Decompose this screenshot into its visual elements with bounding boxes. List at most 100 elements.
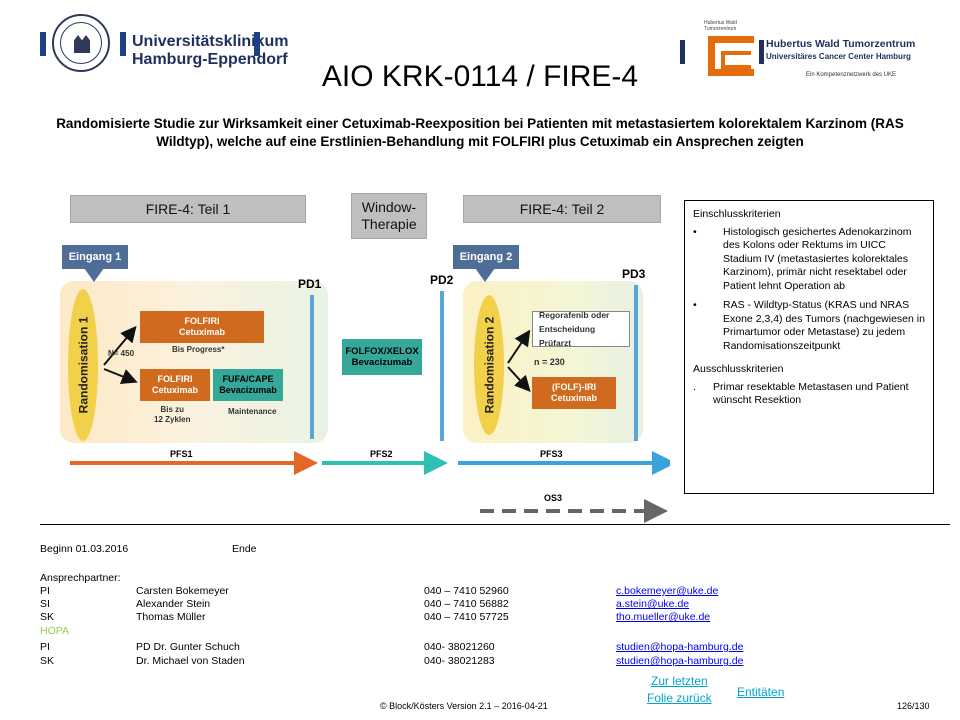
contact-email-link[interactable]: studien@hopa-hamburg.de: [616, 641, 744, 653]
contact-email-link[interactable]: studien@hopa-hamburg.de: [616, 655, 744, 667]
entry1-arrow-icon: [84, 268, 104, 282]
n1-label: N= 450: [108, 349, 135, 358]
randomisation1: Randomisation 1: [68, 289, 98, 441]
logo-bar: [680, 40, 685, 64]
bullet: .: [693, 380, 696, 393]
back-link-line2[interactable]: Folie zurück: [647, 691, 712, 705]
window-box-line1: FOLFOX/XELOX: [345, 346, 419, 357]
bullet: •: [693, 299, 697, 311]
pd2-marker: [440, 291, 444, 441]
window-header-line2: Therapie: [361, 216, 417, 232]
uke-name-line1: Universitätsklinikum: [132, 33, 289, 50]
contact-name: PD Dr. Gunter Schuch: [136, 641, 240, 653]
pd1-label: PD1: [298, 277, 322, 291]
os3-label: OS3: [544, 493, 563, 503]
uke-name-line2: Hamburg-Eppendorf: [132, 51, 288, 68]
rand1-arm2-arrow: [103, 368, 138, 384]
rego-line1: Regorafenib oder: [539, 310, 610, 320]
logo-bar: [254, 32, 260, 56]
study-description: Randomisierte Studie zur Wirksamkeit ein…: [56, 116, 904, 149]
section-divider: [40, 524, 950, 525]
window-therapy-header: Window-Therapie: [351, 193, 427, 239]
rand1-arm1-arrow: [103, 325, 137, 366]
pd3-label: PD3: [622, 267, 646, 281]
part1-header: FIRE-4: Teil 1: [70, 195, 306, 223]
entry2-arrow-icon: [475, 268, 495, 282]
contact-name: Dr. Michael von Staden: [136, 655, 245, 667]
logo-bar: [120, 32, 126, 56]
end-date: Ende: [232, 543, 257, 555]
inclusion-text: Histologisch gesichertes Adenokarzinom d…: [723, 225, 912, 292]
uke-name: Universitätsklinikum Hamburg-Eppendorf: [132, 33, 289, 69]
page-title: AIO KRK-0114 / FIRE-4: [321, 60, 639, 93]
exclusion-heading: Ausschlusskriterien: [693, 363, 784, 375]
entry2-box: Eingang 2: [453, 245, 519, 269]
arm2-note-line2: 12 Zyklen: [154, 415, 191, 424]
hopa-label: HOPA: [40, 625, 69, 637]
logo-bar: [40, 32, 46, 56]
arm1-note: Bis Progress*: [172, 345, 225, 354]
university-seal-icon: [52, 14, 110, 72]
contact-label: Ansprechpartner:: [40, 572, 121, 584]
contact-role: PI: [40, 585, 50, 597]
rego-line2: Entscheidung Prüfarzt: [539, 324, 596, 348]
hw-network-note: Ein Kompetenznetzwerk des UKE: [806, 72, 897, 78]
inclusion-heading: Einschlusskriterien: [693, 208, 781, 220]
contact-name: Alexander Stein: [136, 598, 211, 610]
pd2-label: PD2: [430, 273, 454, 287]
inclusion-item: • Histologisch gesichertes Adenokarzinom…: [693, 226, 925, 294]
contact-email-cell: a.stein@uke.de: [616, 598, 689, 611]
contact-phone: 040- 38021260: [424, 641, 495, 653]
back-link-line1[interactable]: Zur letzten: [651, 674, 708, 688]
contact-name: Thomas Müller: [136, 611, 206, 623]
maintenance-note: Maintenance: [228, 407, 277, 416]
contact-role: SI: [40, 598, 50, 610]
contact-role: SK: [40, 611, 55, 623]
contact-email-cell: tho.mueller@uke.de: [616, 611, 710, 624]
contact-phone: 040 – 7410 56882: [424, 598, 509, 610]
hw-emblem-icon: Hubertus Wald Tumorzentrum: [700, 20, 758, 80]
contact-name: Carsten Bokemeyer: [136, 585, 229, 597]
randomisation2: Randomisation 2: [474, 295, 504, 435]
entities-link[interactable]: Entitäten: [737, 685, 785, 699]
inclusion-item: • RAS - Wildtyp-Status (KRAS und NRAS Ex…: [693, 299, 925, 353]
hw-name: Hubertus Wald Tumorzentrum: [766, 38, 916, 50]
iri-line2: Cetuximab: [550, 393, 597, 403]
window-box-line2: Bevacizumab: [351, 357, 413, 368]
criteria-box: Einschlusskriterien • Histologisch gesic…: [684, 200, 934, 494]
pfs1-label: PFS1: [170, 449, 193, 459]
arm2-line2: Cetuximab: [151, 385, 198, 395]
iri-line1: (FOLF)-IRI: [552, 382, 596, 392]
exclusion-item: . Primar resektable Metastasen und Patie…: [693, 381, 925, 408]
contact-email-link[interactable]: c.bokemeyer@uke.de: [616, 585, 719, 597]
begin-date: Beginn 01.03.2016: [40, 543, 129, 555]
pfs3-label: PFS3: [540, 449, 563, 459]
hw-emblem-text: Hubertus Wald Tumorzentrum: [704, 20, 737, 32]
rand2-arm1-arrow: [507, 329, 531, 364]
copyright: © Block/Kösters Version 2.1 – 2016-04-21: [380, 701, 548, 711]
arm1-line2: Cetuximab: [178, 327, 225, 337]
hw-tumorzentrum-logo: Hubertus Wald Tumorzentrum Hubertus Wald…: [676, 14, 936, 90]
page-number: 126/130: [897, 701, 930, 711]
contact-role: SK: [40, 655, 55, 667]
logo-bar: [759, 40, 764, 64]
contact-email-link[interactable]: tho.mueller@uke.de: [616, 611, 711, 623]
pd1-marker: [310, 295, 314, 439]
uke-logo: Universitätsklinikum Hamburg-Eppendorf: [40, 14, 289, 76]
part2-header: FIRE-4: Teil 2: [463, 195, 661, 223]
contact-email-link[interactable]: a.stein@uke.de: [616, 598, 690, 610]
maintenance-line1: FUFA/CAPE: [222, 374, 274, 384]
entry1-box: Eingang 1: [62, 245, 128, 269]
contact-email-cell: studien@hopa-hamburg.de: [616, 655, 743, 668]
n2-label: n = 230: [534, 357, 565, 367]
hw-subtitle: Universitäres Cancer Center Hamburg: [766, 52, 911, 61]
inclusion-text: RAS - Wildtyp-Status (KRAS und NRAS Exon…: [723, 299, 925, 352]
study-design-diagram: FIRE-4: Teil 1 Window-Therapie FIRE-4: T…: [60, 193, 670, 525]
window-header-line1: Window-: [361, 199, 417, 215]
diagram-connectors: [70, 325, 670, 523]
contact-phone: 040 – 7410 52960: [424, 585, 509, 597]
